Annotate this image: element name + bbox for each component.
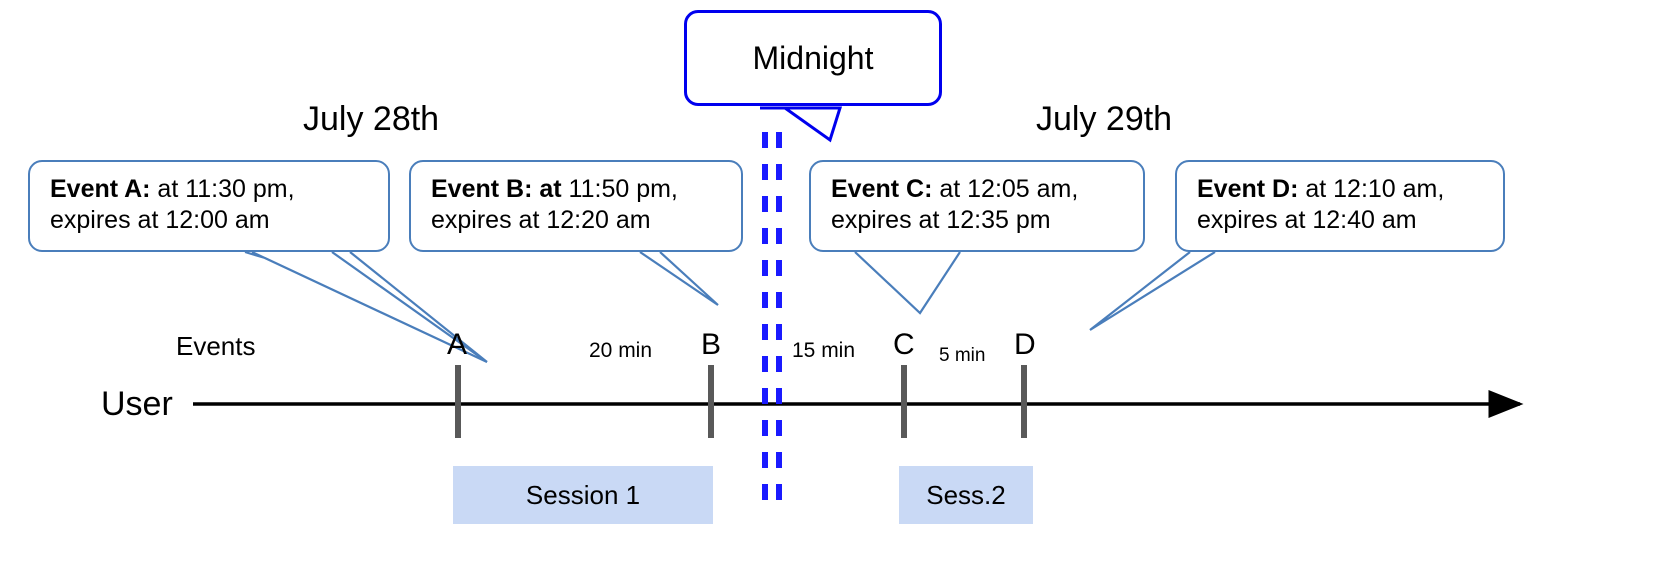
callout-event-a-bold: Event A: (50, 175, 151, 203)
events-row-label: Events (176, 331, 256, 361)
session-box-1: Session 1 (453, 466, 713, 524)
callout-event-d-rest: at 12:10 am, (1298, 175, 1445, 203)
callout-event-c-rest: at 12:05 am, (932, 175, 1079, 203)
callout-event-c-line2: expires at 12:35 pm (831, 205, 1051, 234)
callout-event-d-line2: expires at 12:40 am (1197, 205, 1417, 234)
session-box-2-label: Sess.2 (926, 479, 1006, 510)
callout-event-d-line1: Event D: at 12:10 am, (1197, 174, 1487, 205)
callout-event-b-bold: Event B: at (431, 175, 562, 203)
event-marker-label-c: C (893, 328, 915, 361)
date-label-july-28: July 28th (303, 100, 440, 138)
midnight-label: Midnight (752, 40, 874, 76)
callout-event-c-bold: Event C: (831, 175, 933, 203)
callout-event-c: Event C: at 12:05 am, expires at 12:35 p… (809, 160, 1145, 252)
callout-event-a-line1: Event A: at 11:30 pm, (50, 174, 372, 205)
midnight-divider-lines (762, 132, 782, 505)
leader-line-event-b (639, 251, 719, 306)
midnight-callout-tail (760, 106, 843, 143)
user-row-label: User (101, 385, 173, 423)
midnight-callout: Midnight (684, 10, 942, 106)
event-marker-label-b: B (701, 328, 722, 361)
leader-line-event-a (244, 250, 488, 363)
event-marker-label-a: A (447, 328, 468, 361)
callout-event-d-bold: Event D: (1197, 175, 1299, 203)
callout-event-b-rest: 11:50 pm, (561, 175, 678, 203)
callout-event-d: Event D: at 12:10 am, expires at 12:40 a… (1175, 160, 1505, 252)
callout-event-a-rest: at 11:30 pm, (150, 175, 295, 203)
callout-event-a: Event A: at 11:30 pm, expires at 12:00 a… (28, 160, 390, 252)
session-box-1-label: Session 1 (525, 479, 641, 510)
callout-event-b: Event B: at 11:50 pm, expires at 12:20 a… (409, 160, 743, 252)
callout-event-b-line2: expires at 12:20 am (431, 205, 651, 234)
session-box-2: Sess.2 (899, 466, 1033, 524)
callout-event-b-line1: Event B: at 11:50 pm, (431, 174, 725, 205)
event-marker-label-d: D (1014, 328, 1036, 361)
gap-label-c-to-d: 5 min (939, 345, 986, 366)
leader-line-event-d (1089, 251, 1216, 331)
leader-line-event-c (854, 251, 961, 315)
callout-event-c-line1: Event C: at 12:05 am, (831, 174, 1127, 205)
date-label-july-29: July 29th (1036, 100, 1173, 138)
gap-label-a-to-b: 20 min (589, 339, 653, 362)
gap-label-b-to-c: 15 min (792, 339, 856, 362)
callout-event-a-line2: expires at 12:00 am (50, 205, 270, 234)
